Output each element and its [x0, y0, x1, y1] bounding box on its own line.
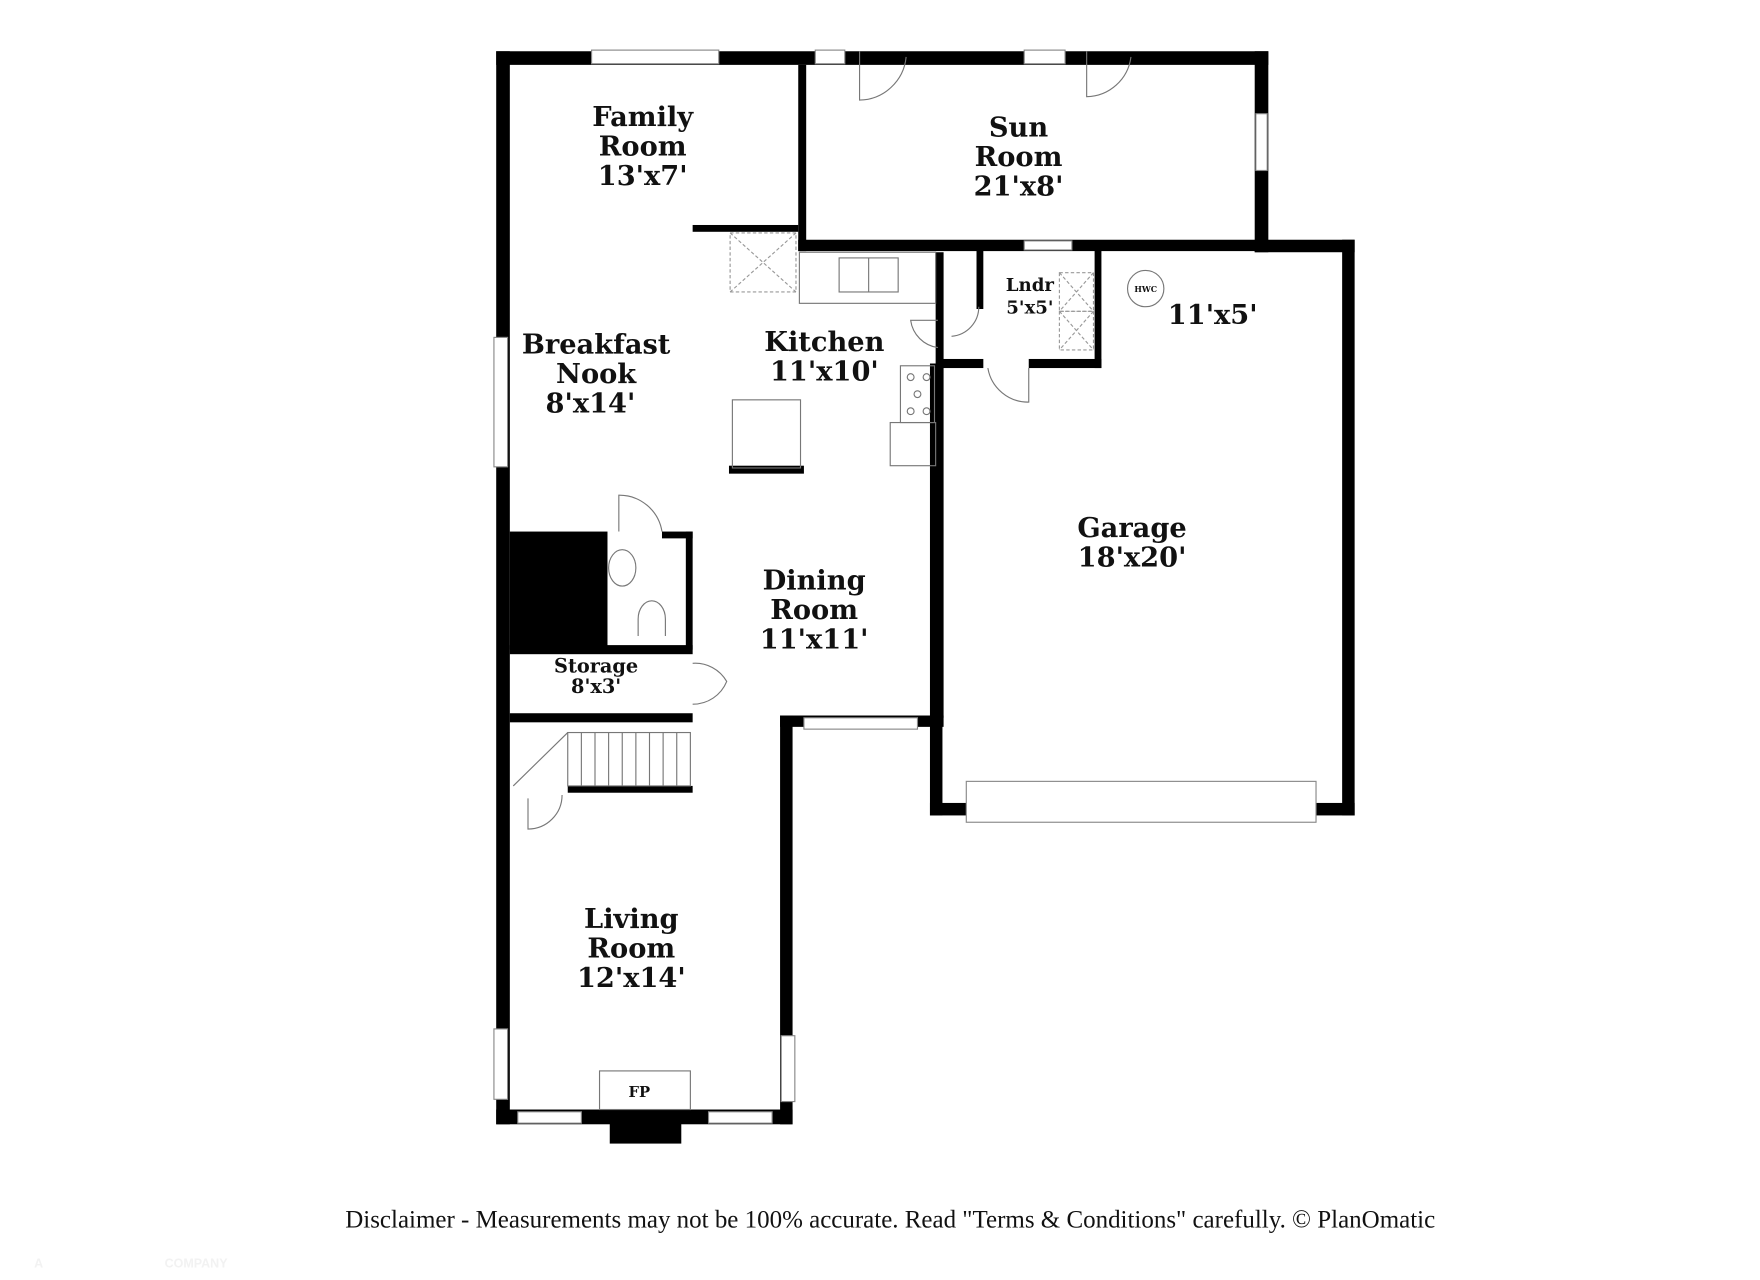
fixtures: HWC FP [512, 232, 1165, 1111]
counter-2 [889, 421, 937, 467]
watermark-a: A [34, 1256, 43, 1270]
storage-door [692, 662, 728, 705]
kitchen-laundry-door [910, 319, 938, 349]
disclaimer: Disclaimer - Measurements may not be 100… [345, 1207, 1435, 1234]
kitchen-island [731, 399, 802, 469]
dryer [1058, 310, 1095, 351]
doors [527, 51, 1132, 830]
walls [496, 51, 1355, 1144]
stairs [567, 731, 691, 787]
stair-door [527, 794, 563, 830]
water-heater [1126, 269, 1165, 308]
bath-door [618, 494, 663, 532]
garage-door-swing [987, 367, 1030, 403]
bath-sink [608, 549, 637, 587]
stove [899, 365, 936, 424]
svg-text:FP: FP [628, 1084, 650, 1101]
svg-text:HWC: HWC [1134, 285, 1157, 294]
counter [798, 251, 937, 304]
toilet [637, 600, 666, 637]
watermark-company: COMPANY [165, 1256, 229, 1270]
sun-room-door-right [1086, 51, 1132, 98]
laundry-door [951, 306, 980, 337]
sun-room-door-left [858, 51, 907, 101]
garage-storage-label: 11'x5' [1168, 299, 1258, 331]
fireplace [598, 1070, 691, 1111]
washer [1058, 272, 1095, 312]
windows [493, 49, 1317, 1124]
